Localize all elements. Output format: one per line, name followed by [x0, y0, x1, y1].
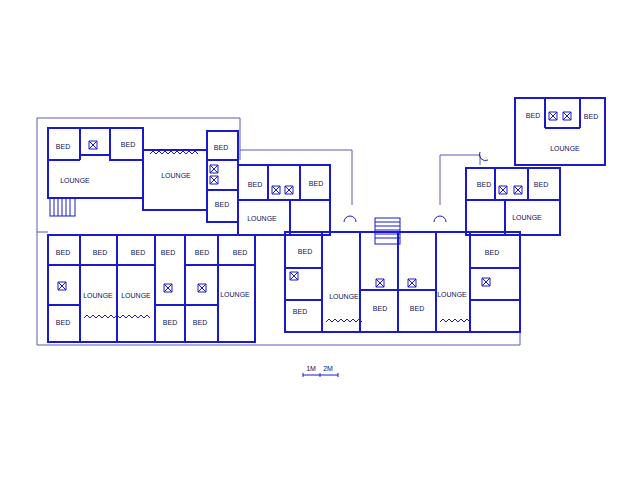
door-arcs	[344, 152, 488, 222]
room-label: BED	[214, 144, 228, 152]
stairs	[50, 198, 400, 244]
room-label: BED	[485, 249, 499, 257]
room-label: LOUNGE	[121, 292, 151, 300]
room-label: BED	[584, 113, 598, 121]
scale-bar	[303, 373, 338, 377]
scale-label: 1M	[306, 365, 316, 373]
room-label: BED	[131, 249, 145, 257]
room-label: BED	[248, 181, 262, 189]
room-label: BED	[309, 180, 323, 188]
room-label: BED	[298, 248, 312, 256]
room-label: BED	[410, 305, 424, 313]
room-label: LOUNGE	[247, 215, 277, 223]
room-label: BED	[233, 249, 247, 257]
walls	[48, 98, 605, 342]
room-label: LOUNGE	[220, 291, 250, 299]
room-label: BED	[477, 181, 491, 189]
room-label: LOUNGE	[60, 177, 90, 185]
room-label: BED	[161, 249, 175, 257]
room-label: LOUNGE	[550, 145, 580, 153]
room-label: BED	[193, 319, 207, 327]
room-label: BED	[163, 319, 177, 327]
room-label: BED	[526, 112, 540, 120]
room-label: LOUNGE	[329, 293, 359, 301]
room-label: BED	[534, 181, 548, 189]
room-label: BED	[373, 305, 387, 313]
room-label: LOUNGE	[437, 291, 467, 299]
room-label: LOUNGE	[83, 292, 113, 300]
room-label: BED	[56, 249, 70, 257]
scale-label: 2M	[323, 365, 333, 373]
site-outline	[37, 118, 520, 345]
room-label: BED	[293, 308, 307, 316]
room-label: BED	[56, 319, 70, 327]
room-label: LOUNGE	[161, 172, 191, 180]
room-label: LOUNGE	[512, 214, 542, 222]
room-label: BED	[215, 201, 229, 209]
room-label: BED	[93, 249, 107, 257]
room-label: BED	[121, 141, 135, 149]
window-zigzags	[84, 151, 470, 322]
fixtures	[58, 112, 571, 292]
room-label: BED	[56, 143, 70, 151]
room-label: BED	[195, 249, 209, 257]
